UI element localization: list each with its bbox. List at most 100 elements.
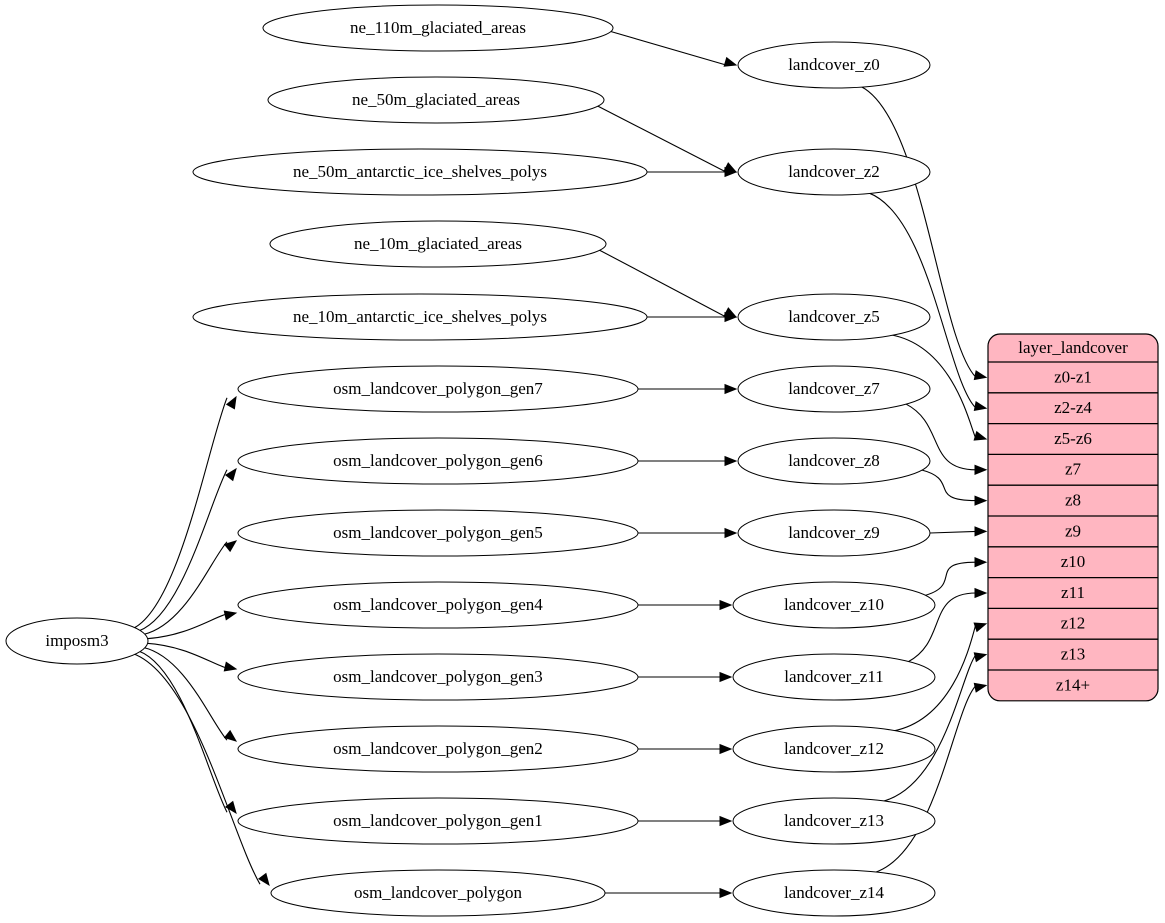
node-label-landcover_z0: landcover_z0 [788,55,880,74]
table-header-label: layer_landcover [1018,338,1128,357]
node-landcover_z14[interactable]: landcover_z14 [732,869,936,917]
node-osm_landcover_polygon_gen5[interactable]: osm_landcover_polygon_gen5 [237,509,639,557]
node-osm_landcover_polygon_gen7[interactable]: osm_landcover_polygon_gen7 [237,365,639,413]
node-shape-landcover_z2[interactable] [737,148,931,196]
table-row-cell-z11[interactable] [988,577,1158,609]
node-shape-ne_50m_glaciated_areas[interactable] [267,76,605,124]
node-landcover_z7[interactable]: landcover_z7 [737,365,931,413]
edge-arrowhead [719,887,733,899]
layer-landcover-table: z0-z1z2-z4z5-z6z7z8z9z10z11z12z13z14+lay… [987,333,1159,702]
node-osm_landcover_polygon_gen4[interactable]: osm_landcover_polygon_gen4 [237,581,639,629]
node-landcover_z0[interactable]: landcover_z0 [737,41,931,89]
table-row-cell-z12[interactable] [988,608,1158,640]
node-landcover_z8[interactable]: landcover_z8 [737,437,931,485]
node-landcover_z2[interactable]: landcover_z2 [737,148,931,196]
node-shape-osm_landcover_polygon_gen7[interactable] [237,365,639,413]
table-row-cell-z5-z6[interactable] [988,423,1158,455]
edge-landcover_z8-to-row-z8 [920,469,977,502]
node-shape-osm_landcover_polygon[interactable] [270,869,606,917]
table-outline [987,333,1159,702]
table-row-cell-z9[interactable] [988,516,1158,547]
table-row-label-z7: z7 [1065,460,1082,479]
table-row-cell-z13[interactable] [988,639,1158,670]
edge-arrowhead [974,557,988,568]
edge-arrowhead [224,800,237,815]
node-shape-landcover_z10[interactable] [732,581,936,629]
edge-landcover_z12-to-row-z12 [893,623,977,732]
edge-arrowhead [223,661,238,672]
node-shape-ne_10m_antarctic_ice_shelves_polys[interactable] [192,293,648,341]
table-row-cell-z2-z4[interactable] [988,392,1158,424]
node-landcover_z13[interactable]: landcover_z13 [732,797,936,845]
edge-imposm3-to-osm_landcover_polygon_gen4 [145,613,228,640]
node-label-osm_landcover_polygon_gen4: osm_landcover_polygon_gen4 [333,595,543,614]
table-row-cell-z14+[interactable] [988,670,1158,701]
node-label-ne_10m_antarctic_ice_shelves_polys: ne_10m_antarctic_ice_shelves_polys [293,307,547,326]
node-ne_110m_glaciated_areas[interactable]: ne_110m_glaciated_areas [262,4,614,52]
edge-arrowhead [724,166,738,178]
node-osm_landcover_polygon_gen3[interactable]: osm_landcover_polygon_gen3 [237,653,639,701]
node-label-landcover_z13: landcover_z13 [784,811,884,830]
node-shape-osm_landcover_polygon_gen3[interactable] [237,653,639,701]
node-shape-osm_landcover_polygon_gen6[interactable] [237,437,639,485]
node-shape-ne_50m_antarctic_ice_shelves_polys[interactable] [192,148,648,196]
table-row-label-z8: z8 [1065,491,1081,510]
node-label-osm_landcover_polygon_gen5: osm_landcover_polygon_gen5 [333,523,543,542]
node-label-landcover_z14: landcover_z14 [784,883,885,902]
node-shape-landcover_z14[interactable] [732,869,936,917]
edge-arrowhead [974,587,988,599]
node-osm_landcover_polygon_gen6[interactable]: osm_landcover_polygon_gen6 [237,437,639,485]
node-shape-osm_landcover_polygon_gen1[interactable] [237,797,639,845]
table-row-cell-z7[interactable] [988,454,1158,486]
table-row-label-z13: z13 [1061,645,1086,664]
edge-landcover_z7-to-row-z7 [905,403,977,471]
node-osm_landcover_polygon[interactable]: osm_landcover_polygon [270,869,606,917]
table-header-cell [988,334,1158,362]
node-ne_50m_antarctic_ice_shelves_polys[interactable]: ne_50m_antarctic_ice_shelves_polys [192,148,648,196]
node-landcover_z9[interactable]: landcover_z9 [737,509,931,557]
node-shape-landcover_z13[interactable] [732,797,936,845]
node-shape-landcover_z12[interactable] [732,725,936,773]
edge-landcover_z0-to-row-z0-z1 [860,86,977,378]
edge-arrowhead [223,729,238,742]
table-row-cell-z10[interactable] [988,546,1158,578]
node-shape-landcover_z5[interactable] [737,293,931,341]
table-row-cell-z8[interactable] [988,485,1158,516]
table-row-label-z0-z1: z0-z1 [1054,367,1092,386]
node-shape-landcover_z8[interactable] [737,437,931,485]
edge-imposm3-to-osm_landcover_polygon_gen3 [145,642,228,669]
node-label-osm_landcover_polygon_gen1: osm_landcover_polygon_gen1 [333,811,543,830]
node-landcover_z11[interactable]: landcover_z11 [732,653,936,701]
node-osm_landcover_polygon_gen1[interactable]: osm_landcover_polygon_gen1 [237,797,639,845]
table-row-cell-z0-z1[interactable] [988,362,1158,393]
node-ne_10m_antarctic_ice_shelves_polys[interactable]: ne_10m_antarctic_ice_shelves_polys [192,293,648,341]
node-shape-landcover_z7[interactable] [737,365,931,413]
node-label-landcover_z7: landcover_z7 [788,379,880,398]
node-ne_50m_glaciated_areas[interactable]: ne_50m_glaciated_areas [267,76,605,124]
edge-ne_110m_glaciated_areas-to-landcover_z0 [608,30,727,66]
node-shape-osm_landcover_polygon_gen4[interactable] [237,581,639,629]
node-shape-landcover_z9[interactable] [737,509,931,557]
node-imposm3[interactable]: imposm3 [5,617,149,665]
node-label-osm_landcover_polygon_gen2: osm_landcover_polygon_gen2 [333,739,543,758]
node-shape-landcover_z0[interactable] [737,41,931,89]
node-label-osm_landcover_polygon_gen6: osm_landcover_polygon_gen6 [333,451,543,470]
node-shape-imposm3[interactable] [5,617,149,665]
node-ne_10m_glaciated_areas[interactable]: ne_10m_glaciated_areas [269,220,607,268]
edge-imposm3-to-osm_landcover_polygon_gen1 [138,650,228,813]
node-shape-osm_landcover_polygon_gen2[interactable] [237,725,639,773]
edge-arrowhead [724,455,738,467]
node-landcover_z10[interactable]: landcover_z10 [732,581,936,629]
node-shape-osm_landcover_polygon_gen5[interactable] [237,509,639,557]
edge-imposm3-to-osm_landcover_polygon_gen7 [133,397,228,629]
edges-layer [133,30,988,899]
node-landcover_z12[interactable]: landcover_z12 [732,725,936,773]
edge-arrowhead [724,527,738,539]
node-shape-ne_110m_glaciated_areas[interactable] [262,4,614,52]
node-osm_landcover_polygon_gen2[interactable]: osm_landcover_polygon_gen2 [237,725,639,773]
node-landcover_z5[interactable]: landcover_z5 [737,293,931,341]
node-shape-landcover_z11[interactable] [732,653,936,701]
node-shape-ne_10m_glaciated_areas[interactable] [269,220,607,268]
table-rows-group: z0-z1z2-z4z5-z6z7z8z9z10z11z12z13z14+lay… [988,334,1158,701]
